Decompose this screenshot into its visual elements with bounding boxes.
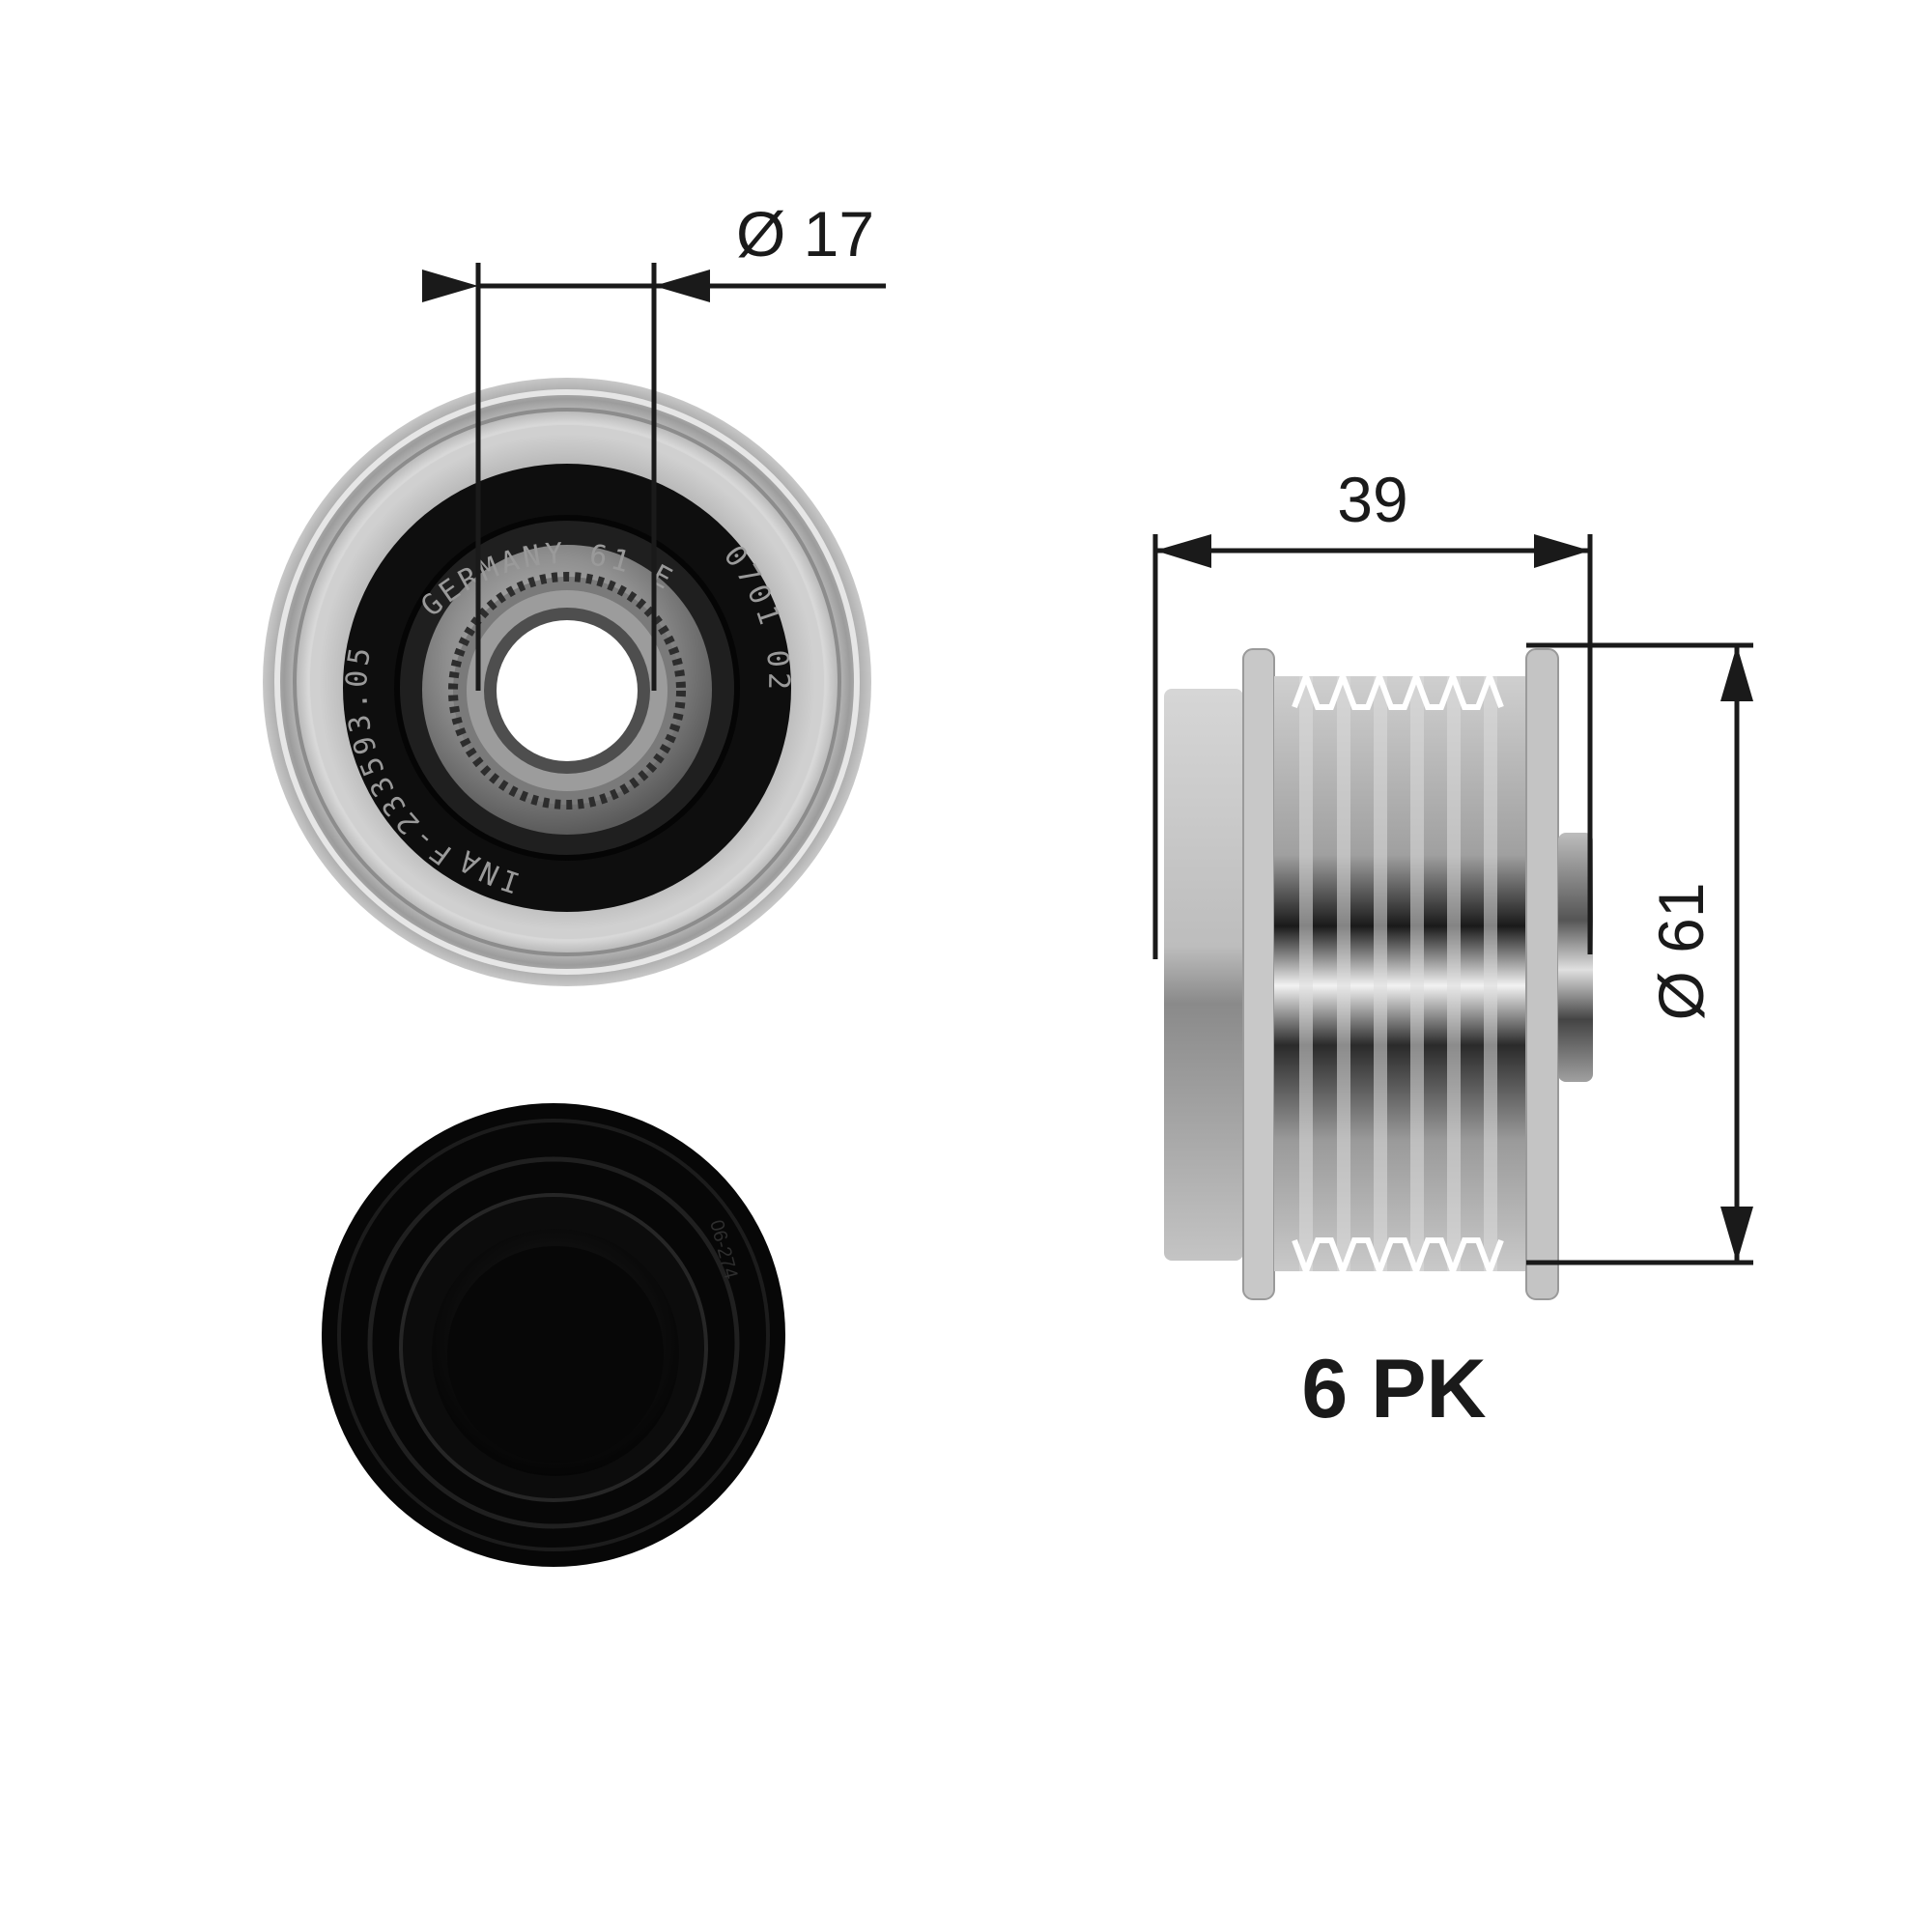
- dimension-label-bore: Ø 17: [736, 198, 874, 270]
- dimension-label-width: 39: [1337, 464, 1407, 535]
- pulley-side-view: [1164, 648, 1593, 1300]
- dimension-width: 39: [1152, 464, 1593, 959]
- arrowhead-right-icon: [422, 270, 478, 302]
- left-collar: [1164, 689, 1243, 1261]
- pulley-cap: 06-274: [322, 1103, 785, 1567]
- belt-profile-label: 6 PK: [1301, 1343, 1486, 1435]
- shaft-stub: [1558, 833, 1593, 1082]
- belt-ribs: [1292, 668, 1504, 1280]
- right-flange: [1525, 648, 1559, 1300]
- dimension-label-outer-diameter: Ø 61: [1645, 882, 1717, 1020]
- arrowhead-left-icon: [654, 270, 710, 302]
- pulley-front-view: GERMANY 61 E F-233593.05 0701 02 INA: [263, 378, 871, 986]
- arrowhead-left-icon: [1155, 534, 1211, 568]
- left-flange: [1242, 648, 1275, 1300]
- arrowhead-right-icon: [1534, 534, 1590, 568]
- arrowhead-up-icon: [1720, 645, 1753, 701]
- dimension-bore-diameter: Ø 17: [422, 198, 886, 691]
- bore-hole: [497, 620, 638, 761]
- arrowhead-down-icon: [1720, 1207, 1753, 1263]
- dimension-outer-diameter: Ø 61: [1526, 642, 1753, 1265]
